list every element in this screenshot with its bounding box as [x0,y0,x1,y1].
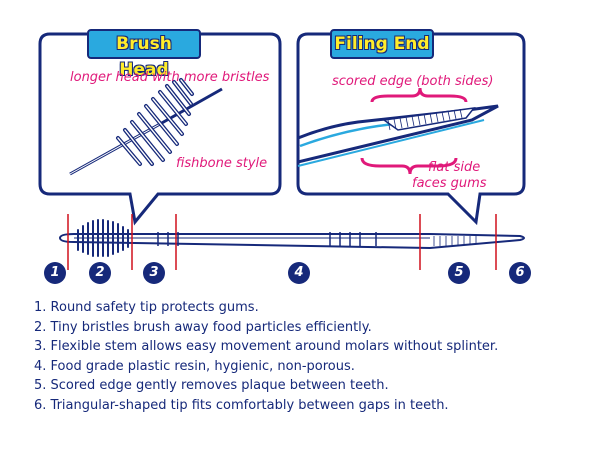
scored-edge-brace-icon [370,87,468,103]
legend-item: 1. Round safety tip protects gums. [34,300,259,315]
toothpick-icon [58,232,525,250]
section-divider-lines [67,214,497,270]
filing-tip-icon [296,104,499,167]
feature-legend: 1. Round safety tip protects gums. 2. Ti… [34,298,594,415]
flat-side-brace-icon [360,157,458,175]
filing-end-label-bottom-1: flat side [428,160,481,175]
filing-end-label-top: scored edge (both sides) [332,74,494,89]
section-marker-6: 6 [509,262,531,284]
toothpick-diagram [58,214,525,270]
brush-head-title: Brush Head [87,29,201,80]
filing-end-callout: Filing End scored edge (both sides) flat… [296,29,526,230]
brush-head-bubble-icon [38,32,282,226]
section-marker-2: 2 [89,262,111,284]
section-marker-1: 1 [44,262,66,284]
legend-item: 6. Triangular-shaped tip fits comfortabl… [34,397,449,413]
section-marker-5: 5 [448,262,470,284]
legend-item: 2. Tiny bristles brush away food particl… [34,319,372,335]
brush-head-label-bottom: fishbone style [176,156,268,171]
section-marker-4: 4 [288,262,310,284]
fishbone-brush-icon [69,78,223,176]
legend-item: 5. Scored edge gently removes plaque bet… [34,378,389,393]
filing-end-title: Filing End [330,29,434,59]
brush-head-callout: Brush Head longer head with more bristle… [38,29,282,230]
section-marker-3: 3 [143,262,165,284]
legend-item: 3. Flexible stem allows easy movement ar… [34,339,499,354]
filing-end-bubble-icon [296,32,526,226]
brush-head-label-top: longer head with more bristles [70,70,270,85]
bristles-icon [77,219,129,257]
legend-item: 4. Food grade plastic resin, hygienic, n… [34,358,355,374]
filing-end-label-bottom-2: faces gums [412,176,487,191]
